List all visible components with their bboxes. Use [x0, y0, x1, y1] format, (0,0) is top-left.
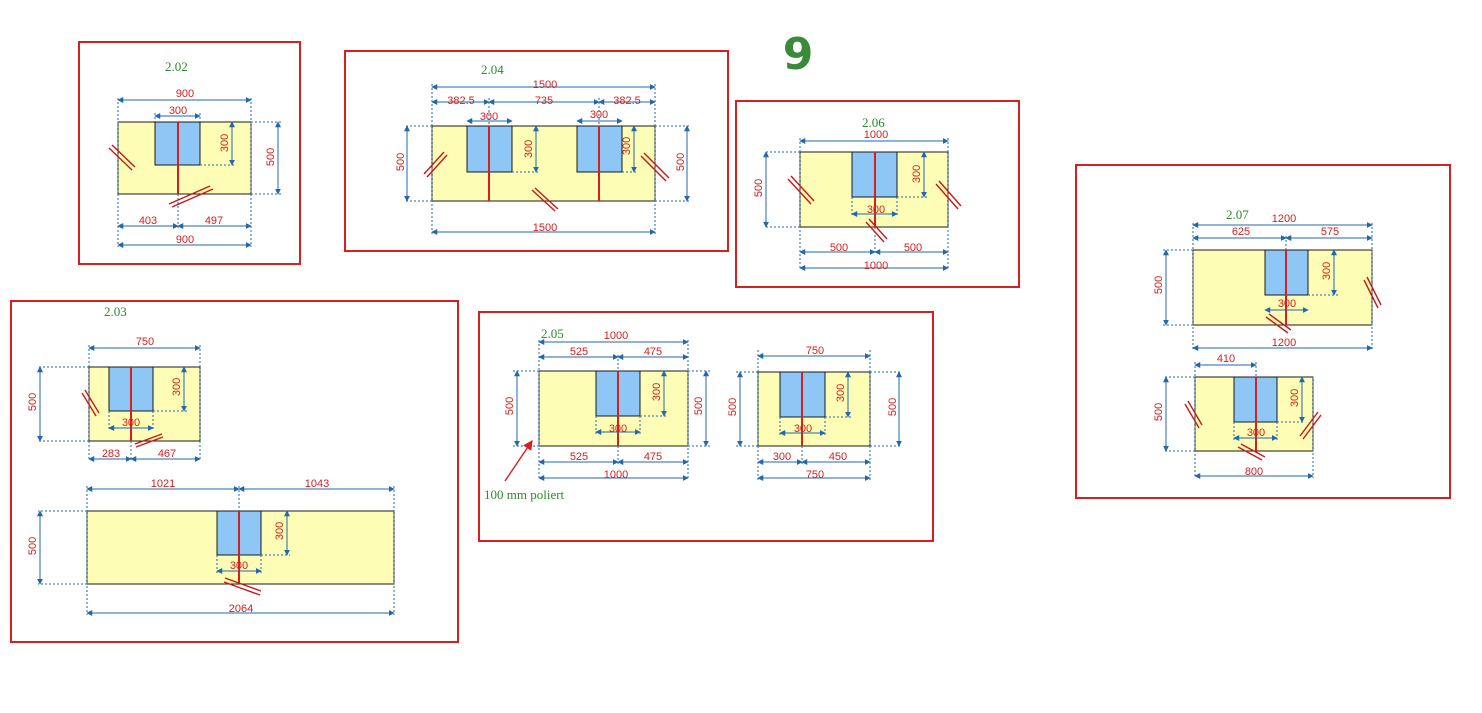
dim-depth-right: 500 [693, 397, 705, 415]
dim-sink-depth: 300 [911, 165, 923, 183]
dim-bottom: 1200 [1272, 337, 1296, 349]
dim-depth-right: 500 [887, 398, 899, 416]
piece-2-05: 2.05 1000 525 475 300 300 500 500 525 47… [478, 311, 934, 542]
edge-hatch [423, 151, 670, 212]
polish-note: 100 mm poliert [484, 487, 565, 502]
dim-sink: 300 [1278, 298, 1296, 310]
dim-left: 403 [139, 215, 157, 227]
dim-top: 900 [176, 88, 194, 100]
dim-top: 1200 [1272, 213, 1296, 225]
dim-depth: 500 [27, 393, 39, 411]
piece-2-02: 2.02 900 300 300 500 403 497 900 [78, 41, 301, 265]
dim-sink-depth: 300 [1321, 262, 1333, 280]
dim-sink: 300 [794, 423, 812, 435]
dim-right: 575 [1321, 226, 1339, 238]
frame-2-05 [478, 311, 934, 542]
dim-sink: 300 [122, 417, 140, 429]
dim-sink-depth: 300 [171, 378, 183, 396]
dim-sink2: 300 [590, 109, 608, 121]
dim-bottom: 750 [806, 469, 824, 481]
dim-right: 500 [904, 242, 922, 254]
piece-label: 2.03 [104, 304, 127, 319]
dim-depth: 500 [1153, 403, 1165, 421]
dim-depth-right: 500 [675, 153, 687, 171]
frame-2-02 [78, 41, 301, 265]
dim-right: 497 [205, 215, 223, 227]
piece-label: 2.07 [1226, 207, 1249, 222]
dim-right: 1043 [305, 478, 329, 490]
dim-bottom-right: 450 [829, 451, 847, 463]
edge-hatch [108, 144, 214, 208]
dim-left: 500 [830, 242, 848, 254]
dim-left: 382.5 [447, 95, 475, 107]
piece-label: 2.06 [862, 115, 885, 130]
dim-sink: 300 [867, 204, 885, 216]
dim-bottom-left: 525 [570, 451, 588, 463]
dim-sink-depth: 300 [1289, 389, 1301, 407]
edge-hatch [81, 389, 262, 596]
frame-2-04 [344, 50, 729, 252]
dim-left: 525 [570, 346, 588, 358]
dim-depth-left: 500 [727, 398, 739, 416]
dim-left: 625 [1232, 226, 1250, 238]
dim-bottom: 1000 [604, 469, 628, 481]
dim-depth-left: 500 [395, 153, 407, 171]
piece-2-06: 2.06 1000 300 300 500 500 500 1000 [735, 100, 1020, 288]
piece-label: 2.05 [541, 326, 564, 341]
dim-right: 475 [644, 346, 662, 358]
dim-sink-depth: 300 [835, 384, 847, 402]
dim-middle: 735 [535, 95, 553, 107]
page-number: 9 [783, 29, 814, 80]
dim-top: 1000 [604, 330, 628, 342]
dim-sink2-depth: 300 [621, 137, 633, 155]
dim-top: 410 [1217, 353, 1235, 365]
dim-total: 1500 [533, 79, 557, 91]
dim-bottom-left: 300 [773, 451, 791, 463]
piece-2-07: 2.07 1200 625 575 300 300 500 1200 410 [1075, 164, 1451, 499]
dim-sink: 300 [169, 105, 187, 117]
dim-sink1-depth: 300 [523, 140, 535, 158]
dim-bottom: 2064 [229, 603, 253, 615]
dim-depth: 500 [1153, 276, 1165, 294]
dim-depth: 500 [27, 537, 39, 555]
dim-sink-depth: 300 [274, 522, 286, 540]
dim-top: 750 [806, 345, 824, 357]
dim-bottom-right: 475 [644, 451, 662, 463]
edge-hatch [1184, 276, 1382, 461]
dim-bottom: 1500 [533, 222, 557, 234]
dim-bottom: 900 [176, 234, 194, 246]
dim-top: 1000 [864, 129, 888, 141]
dim-bottom: 1000 [864, 260, 888, 272]
frame-2-06 [735, 100, 1020, 288]
dim-right: 467 [158, 448, 176, 460]
frame-2-03 [10, 300, 459, 643]
piece-2-03: 2.03 750 300 300 500 283 467 1021 1043 [10, 300, 459, 643]
dim-sink-depth: 300 [651, 383, 663, 401]
dim-sink: 300 [1247, 427, 1265, 439]
piece-label: 2.02 [165, 59, 188, 74]
polish-arrow [504, 439, 533, 482]
dim-sink: 300 [230, 560, 248, 572]
dim-depth-left: 500 [504, 397, 516, 415]
dim-depth: 500 [265, 148, 277, 166]
piece-2-04: 2.04 1500 382.5 735 382.5 300 300 300 30… [344, 50, 729, 252]
dim-right: 382.5 [613, 95, 641, 107]
dim-top: 750 [136, 336, 154, 348]
dim-sink: 300 [609, 423, 627, 435]
dim-bottom: 800 [1245, 466, 1263, 478]
dim-left: 283 [102, 448, 120, 460]
piece-label: 2.04 [481, 62, 504, 77]
dim-depth: 500 [753, 179, 765, 197]
dim-left: 1021 [151, 478, 175, 490]
dim-sink-depth: 300 [219, 134, 231, 152]
frame-2-07 [1075, 164, 1451, 499]
dim-sink1: 300 [480, 111, 498, 123]
edge-hatch [787, 175, 962, 243]
